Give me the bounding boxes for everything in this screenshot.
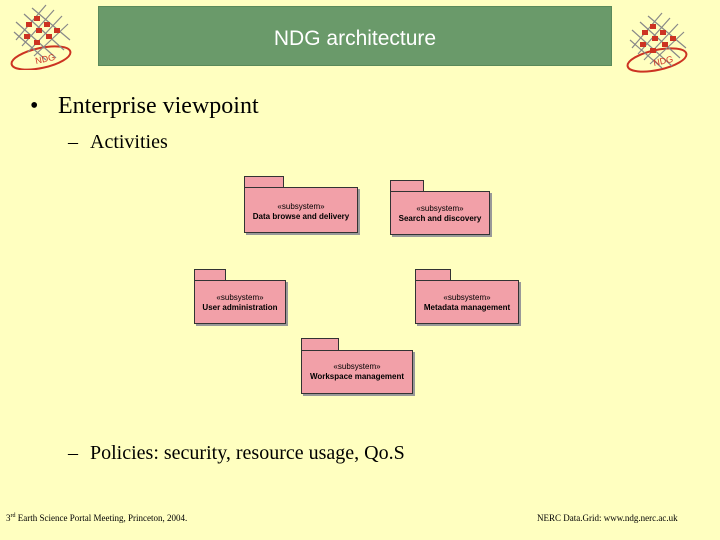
package-user-administration: «subsystem» User administration bbox=[194, 269, 286, 324]
sub-bullet-activities: Activities bbox=[90, 131, 168, 153]
package-data-browse: «subsystem» Data browse and delivery bbox=[244, 176, 358, 233]
footer-meeting-text: Earth Science Portal Meeting, Princeton,… bbox=[15, 513, 188, 523]
package-stereotype: «subsystem» bbox=[443, 293, 491, 302]
package-name: User administration bbox=[202, 303, 278, 312]
package-name: Workspace management bbox=[309, 372, 405, 381]
package-metadata-management: «subsystem» Metadata management bbox=[415, 269, 519, 324]
package-body: «subsystem» Data browse and delivery bbox=[244, 187, 358, 233]
package-body: «subsystem» Workspace management bbox=[301, 350, 413, 394]
bullet-symbol: • bbox=[30, 93, 39, 119]
package-stereotype: «subsystem» bbox=[216, 293, 264, 302]
bullet-enterprise-viewpoint: Enterprise viewpoint bbox=[58, 93, 259, 119]
footer-ordinal-number: 3 bbox=[6, 513, 11, 523]
package-stereotype: «subsystem» bbox=[277, 202, 325, 211]
package-workspace-management: «subsystem» Workspace management bbox=[301, 338, 413, 394]
package-name: Search and discovery bbox=[398, 214, 482, 223]
footer-meeting: 3rd Earth Science Portal Meeting, Prince… bbox=[6, 513, 187, 523]
slide-title: NDG architecture bbox=[273, 27, 437, 50]
package-body: «subsystem» Search and discovery bbox=[390, 191, 490, 235]
package-stereotype: «subsystem» bbox=[416, 204, 464, 213]
package-stereotype: «subsystem» bbox=[333, 362, 381, 371]
package-body: «subsystem» User administration bbox=[194, 280, 286, 324]
dash-symbol: – bbox=[68, 131, 78, 153]
footer-ordinal-suffix: rd bbox=[10, 513, 16, 519]
ndg-logo-left: NDG bbox=[10, 4, 72, 70]
package-search-discovery: «subsystem» Search and discovery bbox=[390, 180, 490, 235]
dash-symbol: – bbox=[68, 442, 78, 464]
package-name: Metadata management bbox=[423, 303, 511, 312]
sub-bullet-policies: Policies: security, resource usage, Qo.S bbox=[90, 442, 405, 464]
ndg-logo-right: NDG bbox=[626, 12, 688, 73]
logo-text-right: NDG bbox=[652, 54, 674, 68]
package-body: «subsystem» Metadata management bbox=[415, 280, 519, 324]
footer-website: NERC Data.Grid: www.ndg.nerc.ac.uk bbox=[537, 513, 678, 523]
logo-text-left: NDG bbox=[34, 52, 56, 66]
package-name: Data browse and delivery bbox=[252, 212, 350, 221]
title-bar: NDG architecture bbox=[98, 6, 612, 66]
